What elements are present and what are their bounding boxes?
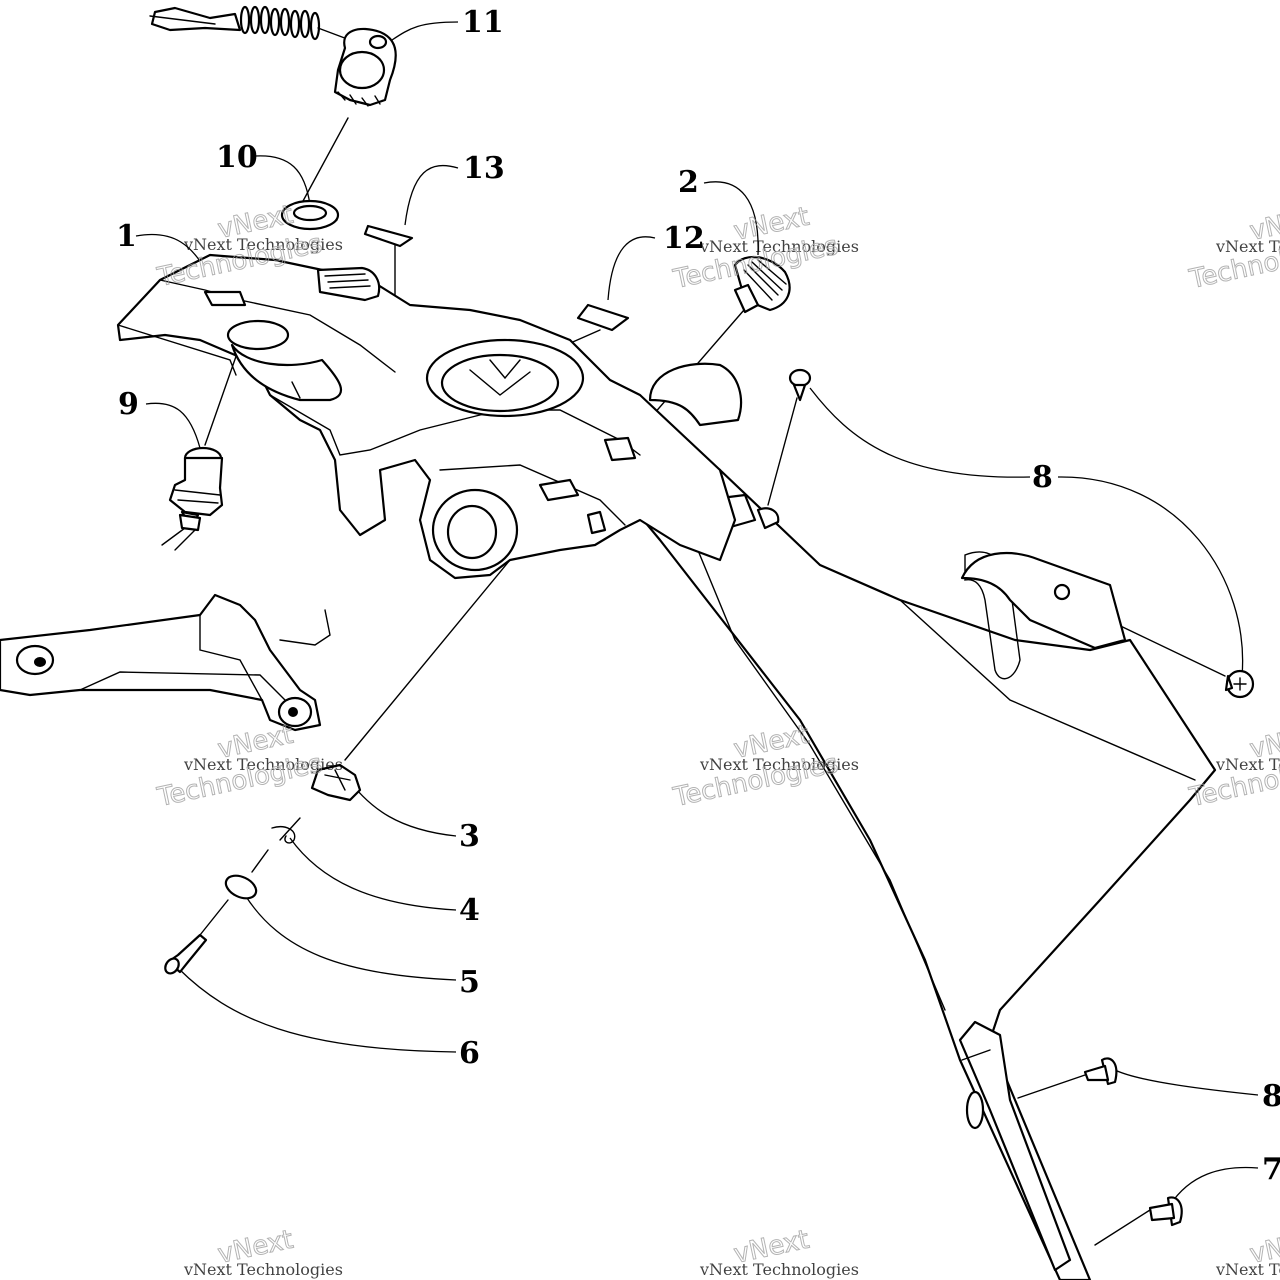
- watermark-outline: vNext: [1247, 720, 1280, 765]
- cap-knob: [733, 255, 791, 314]
- screw-right: [1224, 669, 1255, 699]
- leader-lines: [135, 21, 1259, 1206]
- callout-3: 3: [459, 819, 480, 854]
- watermark-text: vNext Technologies: [183, 235, 343, 254]
- watermark-text: vNext Technologies: [699, 755, 859, 774]
- spring-clip: [271, 826, 296, 844]
- callout-9: 9: [118, 387, 139, 422]
- console-arm: [0, 593, 322, 732]
- watermark-outline: vNext: [1247, 202, 1280, 247]
- callout-1: 1: [116, 219, 137, 254]
- ignition-switch: [161, 446, 224, 551]
- callout-10: 10: [216, 140, 258, 175]
- retaining-nut: [280, 199, 340, 231]
- lower-strip: [958, 1020, 1072, 1272]
- callout-labels: 1 2 3 4 5 6 7 8 8 9 10 11 12 13: [116, 5, 1280, 1187]
- screw-7: [1148, 1196, 1183, 1227]
- watermark-text: vNext Technologies: [699, 1260, 859, 1279]
- callout-8a: 8: [1032, 460, 1053, 495]
- callout-7: 7: [1262, 1152, 1280, 1187]
- decal-13: [363, 224, 414, 248]
- callout-13: 13: [463, 151, 505, 186]
- bolt: [164, 933, 208, 975]
- watermark-outline: vNext: [1247, 1225, 1280, 1270]
- console-assembly: [0, 253, 1217, 1280]
- watermark-text: vNext Technologies: [1215, 237, 1280, 256]
- callout-5: 5: [459, 965, 480, 1000]
- tether-lanyard: [149, 5, 397, 107]
- callout-11: 11: [462, 5, 504, 40]
- decal-12: [576, 303, 630, 332]
- screw-lower: [1083, 1057, 1118, 1086]
- callout-8b: 8: [1262, 1079, 1280, 1114]
- watermark-text: vNext Technologies: [1215, 1260, 1280, 1279]
- watermark-text: vNext Technologies: [1215, 755, 1280, 774]
- side-panel: [558, 408, 1217, 1280]
- callout-2: 2: [678, 165, 699, 200]
- callout-4: 4: [459, 893, 480, 928]
- watermark-text: vNext Technologies: [183, 755, 343, 774]
- push-clip: [310, 763, 362, 802]
- watermark-text: vNext Technologies: [699, 237, 859, 256]
- panel-hook: [960, 551, 1127, 650]
- watermark-text: vNext Technologies: [183, 1260, 343, 1279]
- washer: [224, 874, 258, 900]
- callout-12: 12: [663, 221, 705, 256]
- callout-6: 6: [459, 1036, 480, 1071]
- screw-top: [788, 368, 812, 402]
